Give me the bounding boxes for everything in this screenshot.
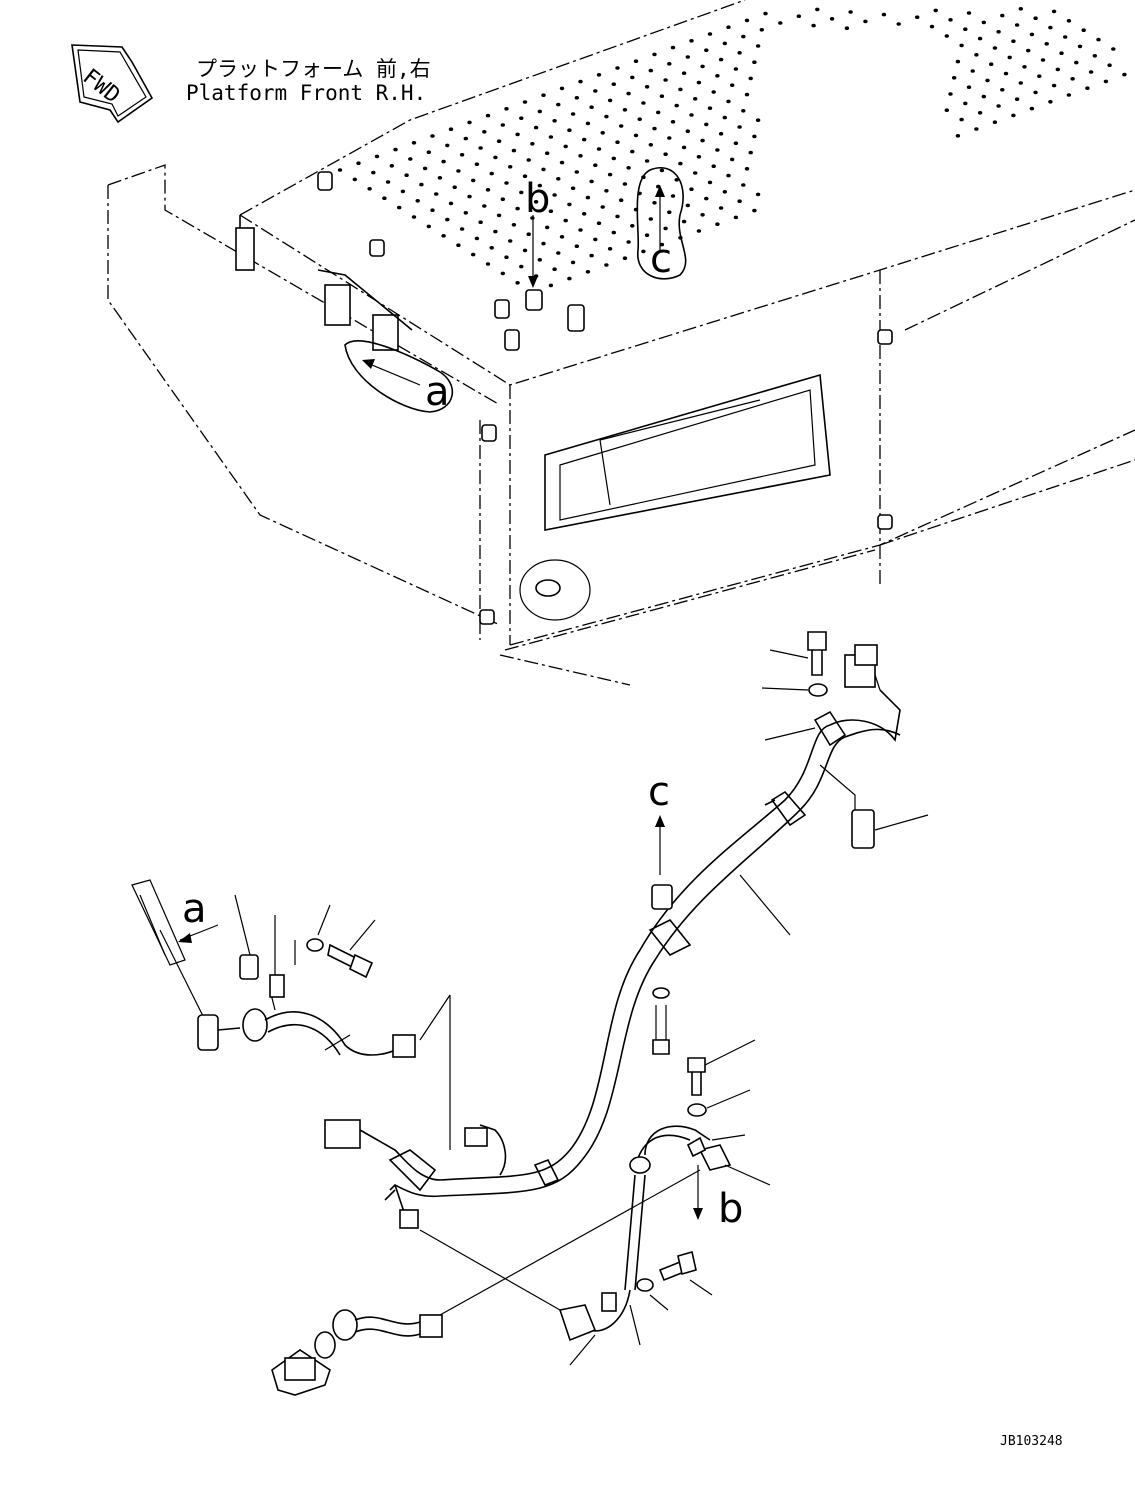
bottom-left-connector (271, 1169, 701, 1396)
callout-a-harness: a (182, 886, 207, 932)
callout-c-platform: c (650, 236, 672, 282)
drawing-code: JB103248 (1000, 1434, 1063, 1449)
callout-b-harness: b (718, 1186, 743, 1232)
perforated-deck (337, 7, 1127, 295)
location-title-en: Platform Front R.H. (186, 81, 426, 105)
fwd-label: FWD (78, 64, 125, 108)
callout-c-harness: c (648, 769, 670, 815)
platform-drawing (107, 0, 1135, 686)
standoff-spacers (317, 171, 893, 625)
fwd-arrow-icon: FWD (71, 44, 154, 124)
callout-a-platform: a (425, 369, 450, 415)
main-harness (324, 631, 929, 1229)
callout-b-platform: b (525, 176, 550, 222)
right-lower-subharness (419, 1039, 771, 1366)
location-title-jp: プラットフォーム 前,右 (196, 57, 431, 81)
left-subharness (131, 879, 451, 1058)
